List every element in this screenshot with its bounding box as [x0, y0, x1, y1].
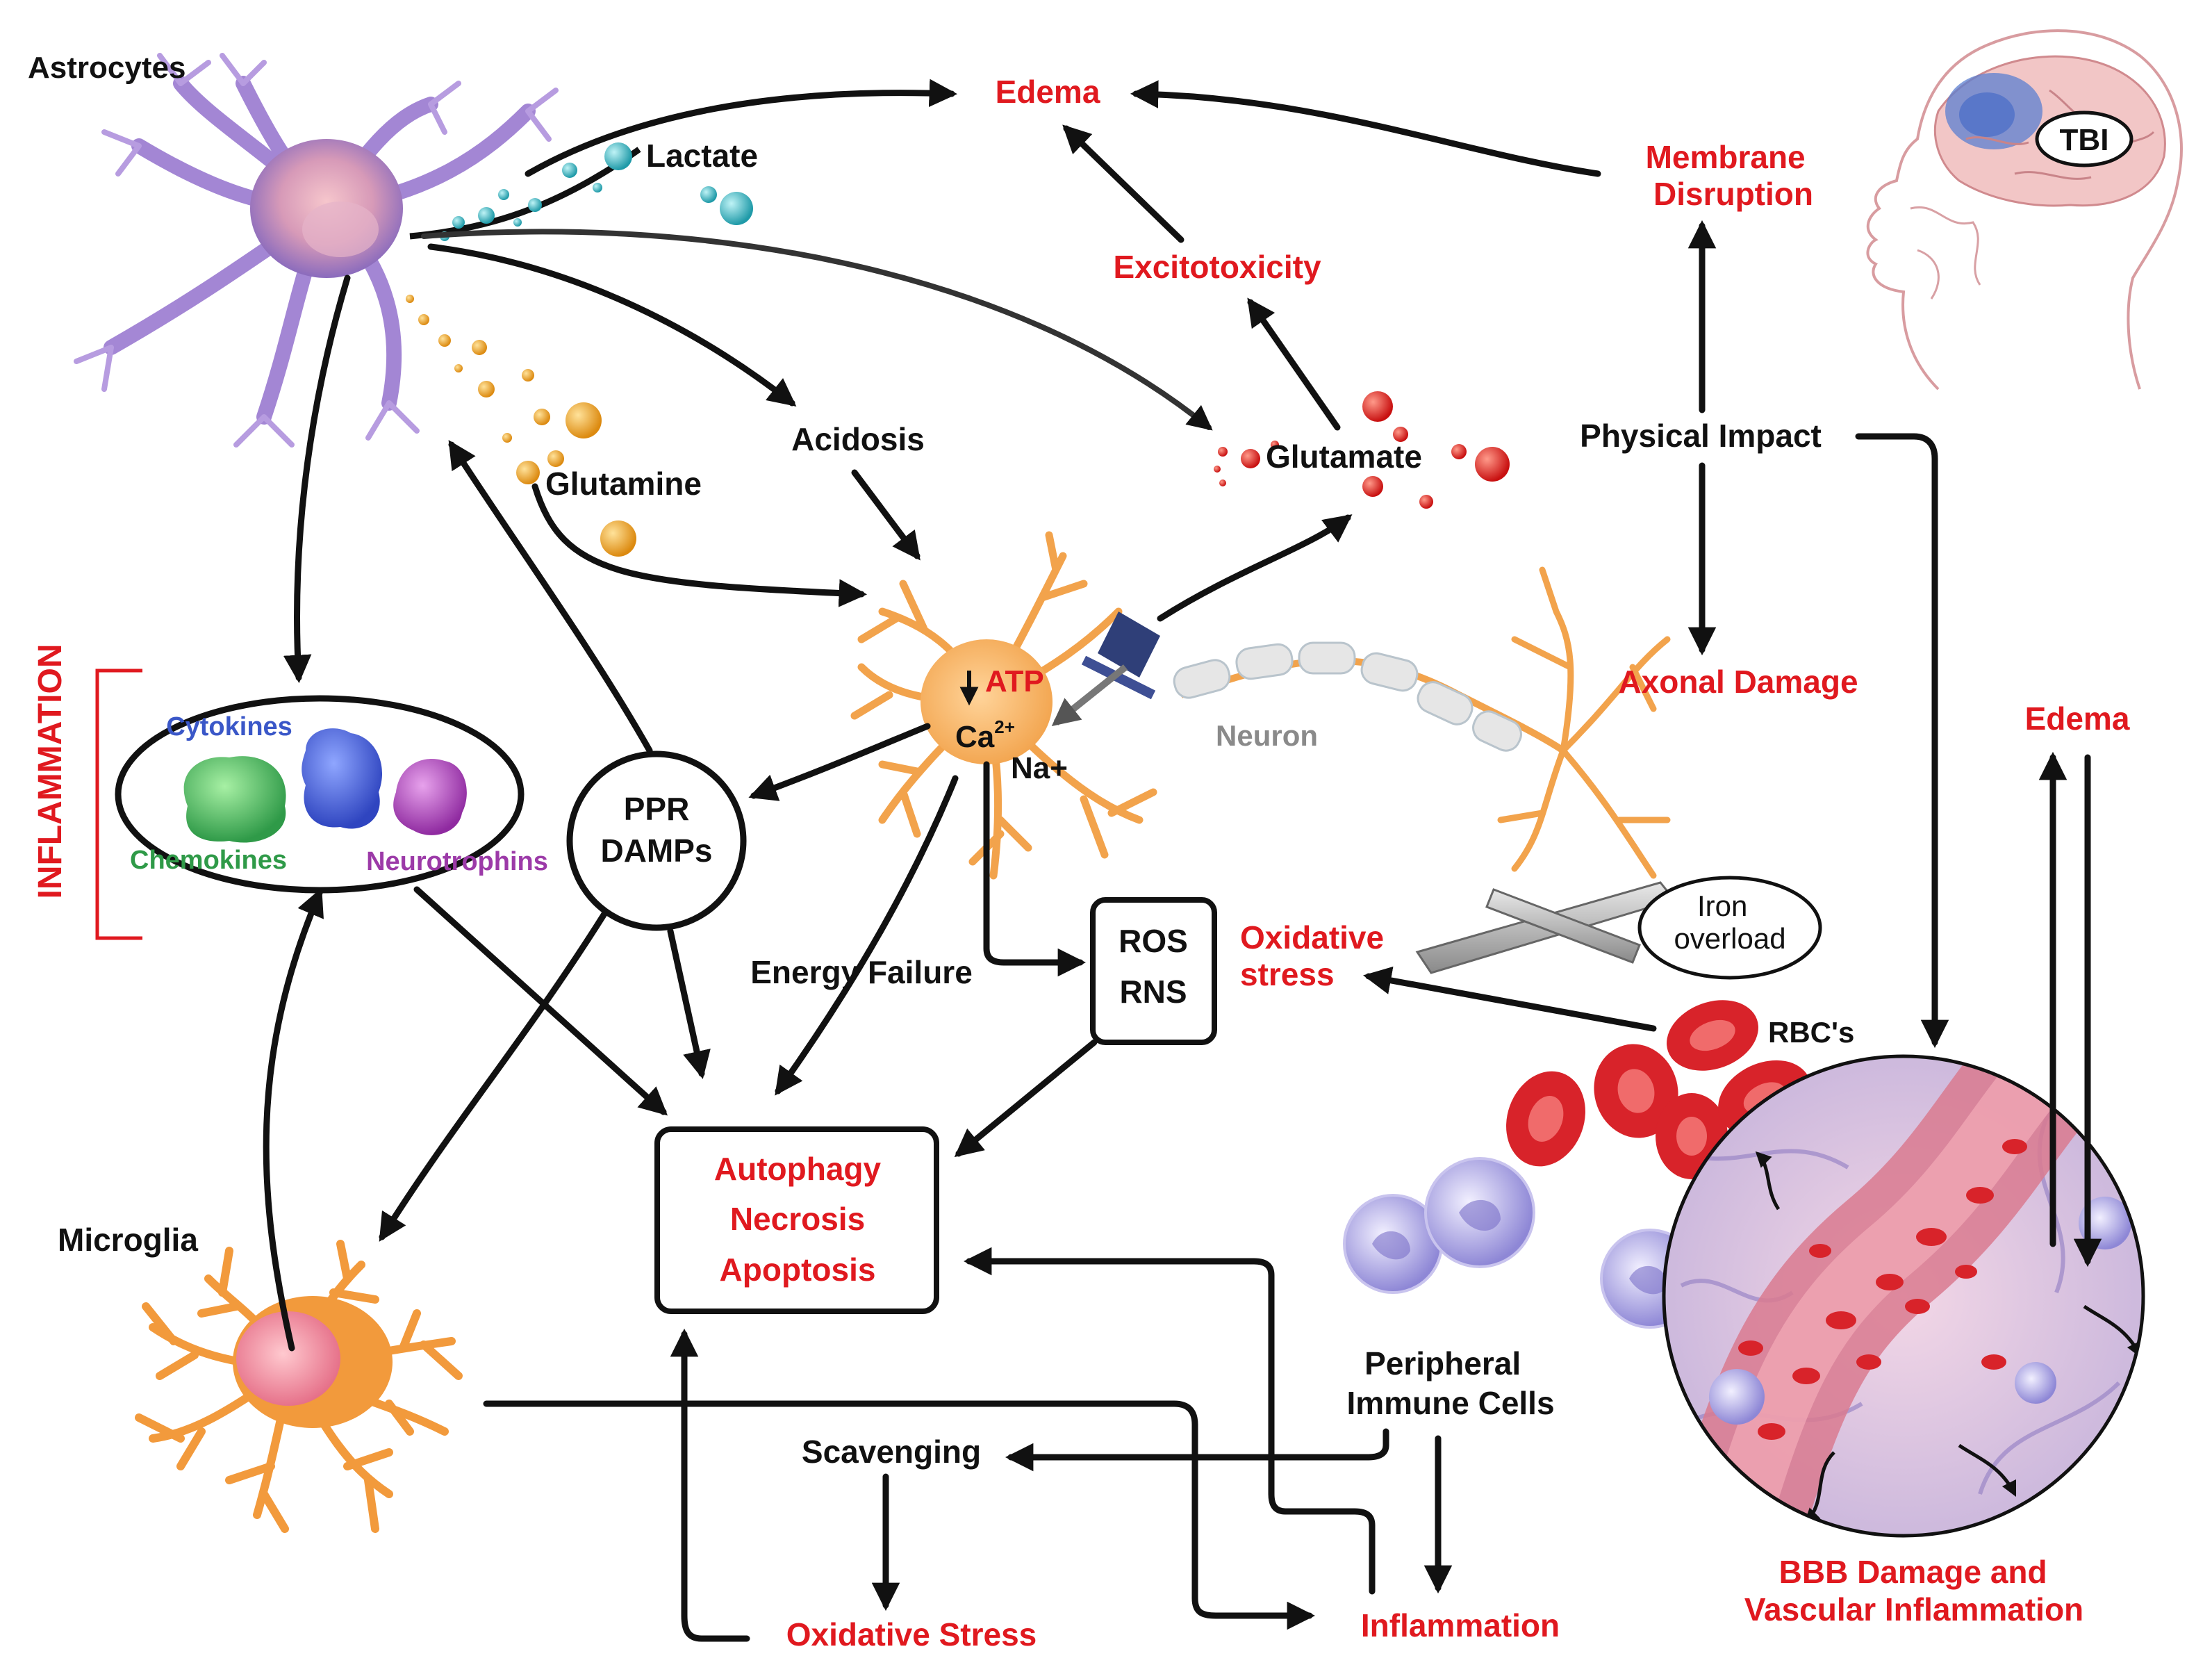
arrow-astrocyte-glutamate: [421, 229, 1213, 431]
rbcs-label: RBC's: [1768, 1016, 1854, 1049]
arrow-ppr-microglia: [379, 910, 608, 1242]
arrow-neuron-ros: [983, 761, 1087, 977]
microglia-label: Microglia: [58, 1222, 198, 1258]
lactate-particles: [409, 142, 753, 241]
arrow-astrocyte-acidosis: [427, 243, 797, 407]
axonal-damage-label: Axonal Damage: [1618, 664, 1858, 700]
cell-death-node: [654, 1126, 939, 1314]
arrow-neuron-death: [775, 775, 959, 1096]
inflammation-bottom-label: Inflammation: [1361, 1607, 1560, 1643]
scavenging-label: Scavenging: [802, 1434, 981, 1470]
tbi-label: TBI: [2060, 123, 2109, 157]
peripheral-immune-label: Peripheral Immune Cells: [1346, 1345, 1554, 1421]
ros-rns-node: [1090, 897, 1217, 1045]
inflammation-bracket: [95, 669, 142, 940]
chemokines-label: Chemokines: [130, 846, 287, 875]
arrow-neuron-glutamate: [1157, 514, 1353, 622]
astrocytes-label: Astrocytes: [28, 51, 185, 85]
blood-vessel-icon: [1662, 1054, 2145, 1538]
arrow-ros-death: [954, 1039, 1098, 1158]
arrow-inflammation-death-route: [963, 1247, 1376, 1595]
ppr-damps-node: [566, 751, 747, 931]
rns-label: RNS: [1119, 974, 1187, 1010]
neuron-label: Neuron: [1216, 719, 1318, 752]
lactate-label: Lactate: [646, 138, 758, 174]
arrows: [263, 79, 2102, 1642]
neurotrophins-label: Neurotrophins: [366, 847, 548, 876]
arrow-astrocyte-inflammation: [283, 274, 351, 684]
arrow-astrocyte-edema: [525, 79, 958, 177]
edema-top-label: Edema: [996, 74, 1100, 110]
ppr-label: PPR: [624, 791, 690, 827]
astrocyte-icon: [74, 53, 559, 448]
damps-label: DAMPs: [600, 832, 712, 869]
autophagy-label: Autophagy: [714, 1151, 882, 1187]
arrow-acidosis-neuron: [851, 469, 921, 561]
inflammation-vertical-label: INFLAMMATION: [32, 643, 69, 899]
microglia-icon: [135, 1240, 463, 1533]
arrow-rbc-oxidative: [1363, 966, 1657, 1032]
iron-overload-node: [1637, 876, 1822, 980]
excitotoxicity-label: Excitotoxicity: [1113, 249, 1321, 285]
physical-impact-label: Physical Impact: [1580, 418, 1822, 454]
arrow-ppr-death: [667, 928, 711, 1079]
brain-head-icon: TBI: [1866, 29, 2183, 391]
arrow-inflammation-death: [413, 886, 668, 1116]
cytokines-label: Cytokines: [166, 712, 292, 741]
arrow-microglia-inflammation-bottom: [483, 1400, 1316, 1630]
glutamine-particles: [406, 295, 636, 557]
glutamate-label: Glutamate: [1266, 438, 1422, 475]
ca-superscript: 2+: [994, 716, 1015, 737]
oxidative-stress-label: Oxidative stress: [1240, 919, 1393, 992]
arrow-microglia-inflammation: [263, 887, 324, 1352]
na-label: Na+: [1011, 751, 1068, 785]
arrow-neuron-ppr: [748, 723, 931, 801]
necrosis-label: Necrosis: [730, 1201, 865, 1237]
arrow-excito-edema: [1062, 124, 1185, 243]
oxidative-stress-bottom-label: Oxidative Stress: [786, 1616, 1037, 1652]
edema-right-label: Edema: [2025, 700, 2130, 737]
apoptosis-label: Apoptosis: [720, 1252, 876, 1288]
atp-label: ATP: [985, 664, 1044, 698]
glutamate-particles: [1214, 391, 1510, 509]
acidosis-label: Acidosis: [791, 421, 925, 457]
immune-cells: [1343, 1157, 1700, 1329]
arrow-impact-bbb: [1855, 433, 1949, 1049]
iron-bars-icon: [1415, 881, 1676, 974]
neuron-icon: [850, 531, 1671, 880]
arrow-ppr-astrocyte: [448, 440, 653, 754]
iron-overload-label: Iron overload: [1674, 889, 1785, 955]
cytokine-blobs: [183, 728, 467, 843]
membrane-disruption-label: Membrane Disruption: [1646, 139, 1815, 212]
arrow-membrane-edema: [1130, 80, 1601, 177]
arrow-oxidative-death: [670, 1328, 750, 1642]
ca-label: Ca2+: [955, 716, 1015, 754]
glutamine-label: Glutamine: [545, 466, 702, 502]
arrow-glutamine-neuron: [531, 483, 868, 607]
ros-label: ROS: [1119, 923, 1188, 959]
arrow-peripheral-scavenging: [1005, 1428, 1389, 1472]
arrow-glutamate-excito: [1247, 297, 1341, 431]
bbb-damage-label: BBB Damage and Vascular Inflammation: [1744, 1554, 2083, 1627]
